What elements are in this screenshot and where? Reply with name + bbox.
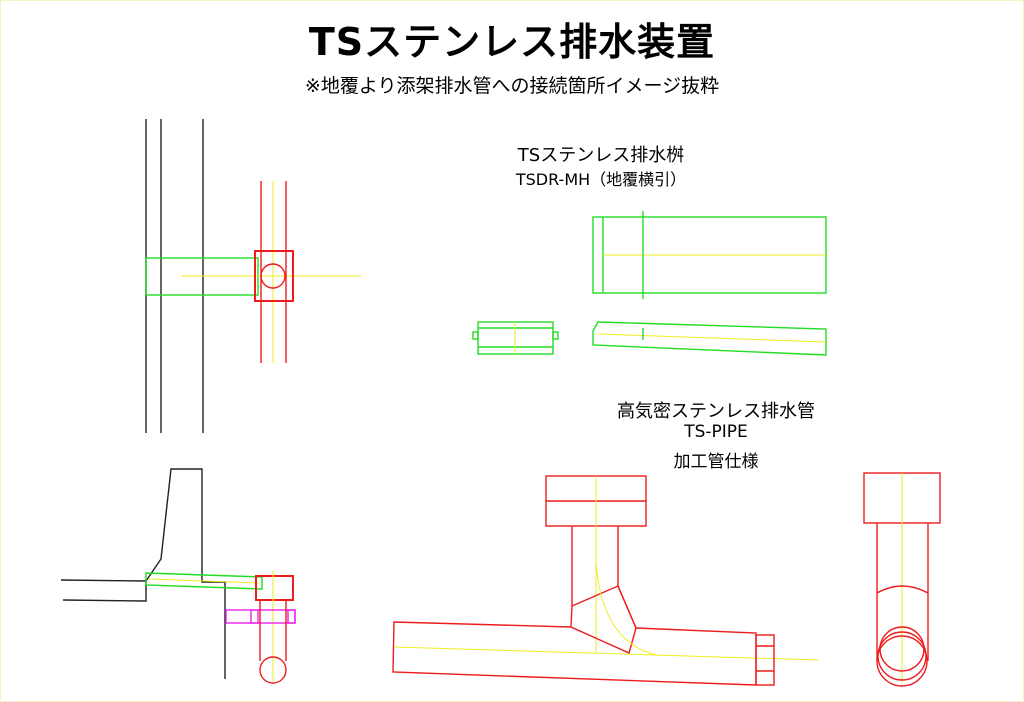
basin-name-label: TSステンレス排水桝 xyxy=(517,145,685,166)
page-title: TSステンレス排水装置 xyxy=(308,20,716,64)
pipe-side-view xyxy=(863,472,941,687)
subtitle: ※地覆より添架排水管への接続箇所イメージ抜粋 xyxy=(304,75,720,97)
plan-view xyxy=(145,119,361,433)
pipe-model-label: TS-PIPE xyxy=(684,422,748,442)
basin-model-label: TSDR-MH（地覆横引） xyxy=(515,170,687,189)
basin-views xyxy=(472,211,827,356)
pipe-name-label: 高気密ステンレス排水管 xyxy=(617,401,815,422)
pipe-spec-label: 加工管仕様 xyxy=(673,452,759,472)
section-view xyxy=(60,468,296,684)
pipe-assembly xyxy=(392,475,819,686)
